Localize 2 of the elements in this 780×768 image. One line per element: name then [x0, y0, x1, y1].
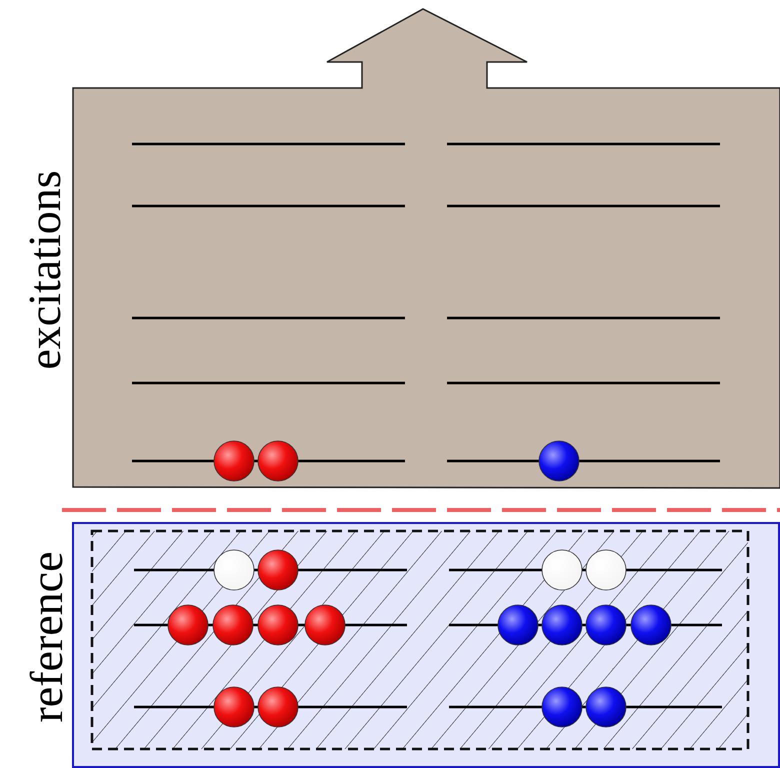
axis-label: reference — [24, 551, 70, 723]
axis-label: excitations — [22, 170, 68, 370]
